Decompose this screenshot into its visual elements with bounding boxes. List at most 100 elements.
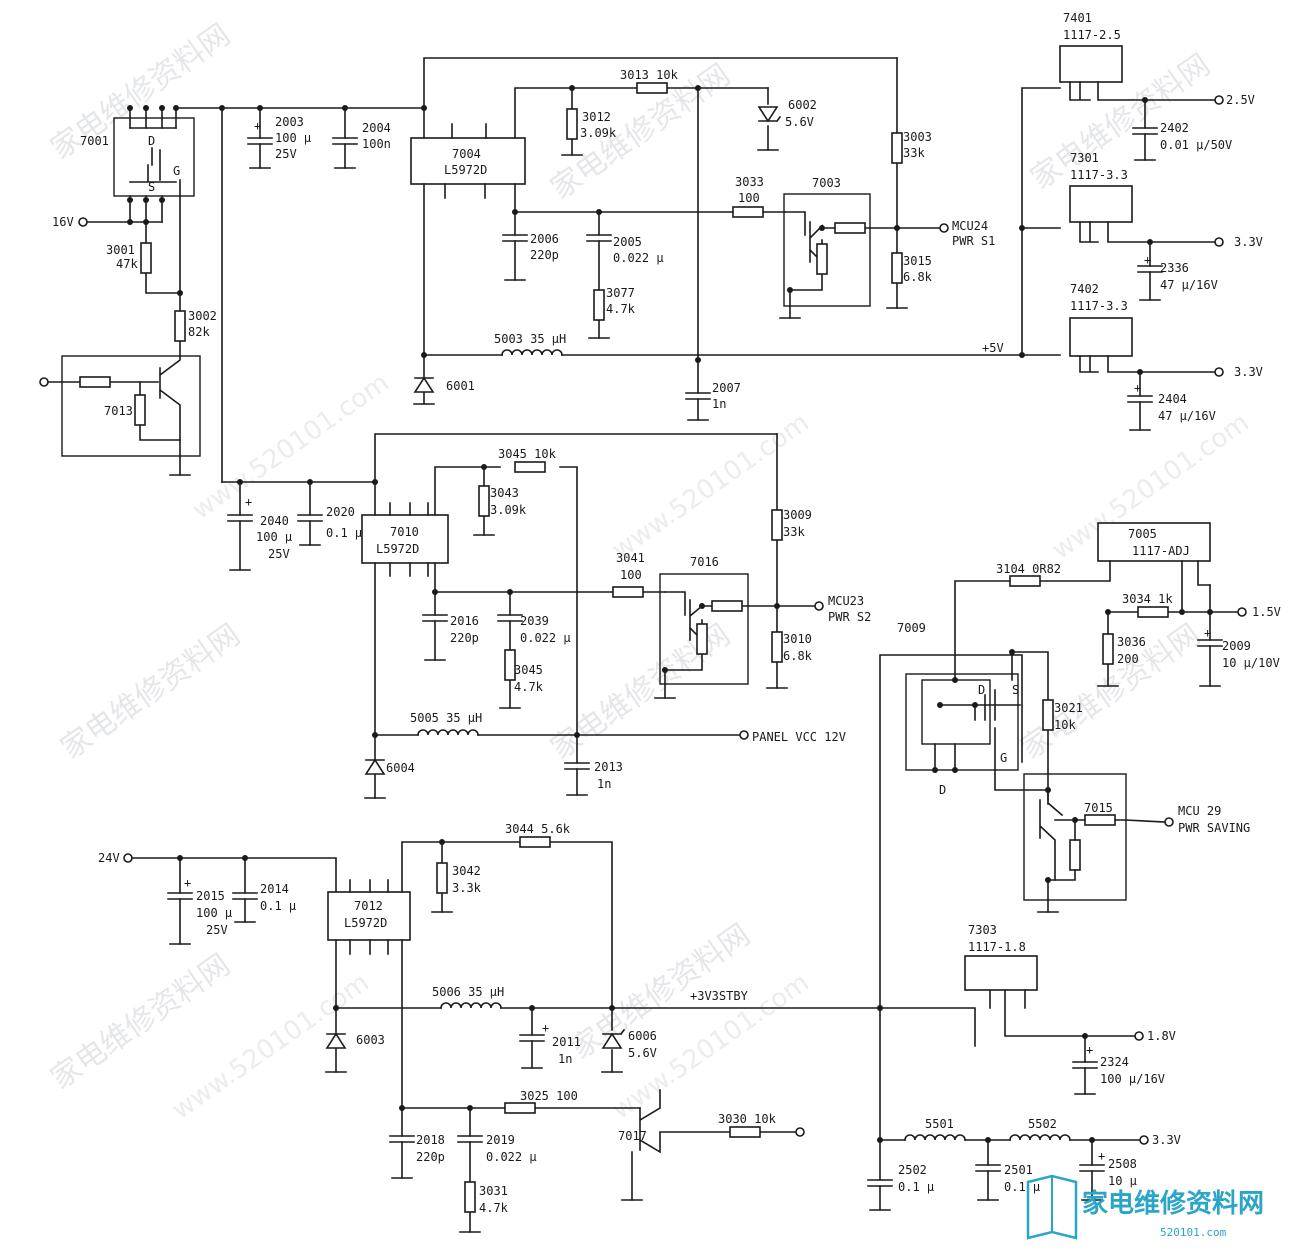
r3031-ref: 3031: [479, 1184, 508, 1198]
svg-text:+: +: [1086, 1043, 1093, 1057]
svg-text:+: +: [184, 876, 191, 890]
pin-d: D: [978, 683, 985, 697]
d6001: 6001: [446, 379, 475, 393]
c2014-val: 0.1 µ: [260, 899, 296, 913]
logo-url: 520101.com: [1160, 1226, 1227, 1239]
label-7013: 7013: [104, 404, 133, 418]
r3009-val: 33k: [783, 525, 805, 539]
ic7012-ref: 7012: [354, 899, 383, 913]
watermark-layer: 家电维修资料网 www.520101.com 家电维修资料网 www.52010…: [45, 17, 1255, 1125]
ic-7010: [361, 514, 449, 564]
r3042-val: 3.3k: [452, 881, 482, 895]
l5501: 5501: [925, 1117, 954, 1131]
net-24v: 24V: [98, 851, 120, 865]
c2003-ref: 2003: [275, 115, 304, 129]
r3044: 3044 5.6k: [505, 822, 571, 836]
c2013-ref: 2013: [594, 760, 623, 774]
r3077-ref: 3077: [606, 286, 635, 300]
pin-d: D: [148, 134, 155, 148]
label-7015: 7015: [1084, 801, 1113, 815]
ic7303-ref: 7303: [968, 923, 997, 937]
r3021-val: 10k: [1054, 718, 1076, 732]
d6006-val: 5.6V: [628, 1046, 657, 1060]
mosfet-7001-frame: [113, 117, 195, 197]
section-7005: 7005 1117-ADJ 3104 0R82 3034 1k 1.5V 303…: [897, 522, 1281, 913]
r3104: 3104 0R82: [996, 562, 1061, 576]
c2404-val: 47 µ/16V: [1158, 409, 1216, 423]
pin-s: S: [1012, 683, 1019, 697]
r3041-ref: 3041: [616, 551, 645, 565]
svg-text:+: +: [1134, 381, 1141, 395]
svg-text:+: +: [245, 495, 252, 509]
r3021-ref: 3021: [1054, 701, 1083, 715]
c2402-ref: 2402: [1160, 121, 1189, 135]
net-mcu24: MCU24: [952, 219, 988, 233]
c2015-v: 25V: [206, 923, 228, 937]
net-pwr-s2: PWR S2: [828, 610, 871, 624]
net-pwr-saving: PWR SAVING: [1178, 821, 1250, 835]
section-7303: 7303 1117-1.8 1.8V + 2324 100 µ/16V 5501…: [867, 654, 1181, 1211]
r3025: 3025 100: [520, 1089, 578, 1103]
r3042-ref: 3042: [452, 864, 481, 878]
c2020-val: 0.1 µ: [326, 526, 362, 540]
c2324-val: 100 µ/16V: [1100, 1072, 1165, 1086]
r3034: 3034 1k: [1122, 592, 1173, 606]
section-7012: 24V + 2015 100 µ 25V 2014 0.1 µ 7012 L59…: [98, 822, 883, 1233]
c2013-val: 1n: [597, 777, 611, 791]
net-mcu23: MCU23: [828, 594, 864, 608]
d6004: 6004: [386, 761, 415, 775]
out-3v3a: 3.3V: [1234, 235, 1263, 249]
watermark-url: www.520101.com: [187, 368, 395, 526]
label-7009: 7009: [897, 621, 926, 635]
r3003-val: 33k: [903, 146, 925, 160]
r3012-val: 3.09k: [580, 126, 617, 140]
c2336-val: 47 µ/16V: [1160, 278, 1218, 292]
c2018-val: 220p: [416, 1150, 445, 1164]
c2039-ref: 2039: [520, 614, 549, 628]
pin-s: S: [148, 180, 155, 194]
c2404-ref: 2404: [1158, 392, 1187, 406]
net-pwr-s1: PWR S1: [952, 234, 995, 248]
ic7005-type: 1117-ADJ: [1132, 544, 1190, 558]
c2508-val: 10 µ: [1108, 1174, 1137, 1188]
c2040-val: 100 µ: [256, 530, 292, 544]
svg-text:+: +: [1144, 253, 1151, 267]
c2011-ref: 2011: [552, 1035, 581, 1049]
ic7005-ref: 7005: [1128, 527, 1157, 541]
c2014-ref: 2014: [260, 882, 289, 896]
c2018-ref: 2018: [416, 1133, 445, 1147]
d6002-ref: 6002: [788, 98, 817, 112]
out-3v3b: 3.3V: [1234, 365, 1263, 379]
svg-text:+: +: [1098, 1149, 1105, 1163]
ic7401-type: 1117-2.5: [1063, 28, 1121, 42]
out-1v8: 1.8V: [1147, 1029, 1176, 1043]
net-3v3stby: +3V3STBY: [690, 989, 749, 1003]
r3045b-val: 4.7k: [514, 680, 544, 694]
out-1v5: 1.5V: [1252, 605, 1281, 619]
section-ldo: 7401 1117-2.5 2.5V 2402 0.01 µ/50V 7301 …: [1019, 11, 1263, 431]
ic-7301: [1069, 185, 1133, 223]
r3041-val: 100: [620, 568, 642, 582]
c2020-ref: 2020: [326, 505, 355, 519]
c2005-val: 0.022 µ: [613, 251, 664, 265]
ic7004-ref: 7004: [452, 147, 481, 161]
out-3v3c: 3.3V: [1152, 1133, 1181, 1147]
r3015-ref: 3015: [903, 254, 932, 268]
c2015-val: 100 µ: [196, 906, 232, 920]
r3030: 3030 10k: [718, 1112, 777, 1126]
l5502: 5502: [1028, 1117, 1057, 1131]
pin-d: D: [939, 783, 946, 797]
svg-text:+: +: [1204, 626, 1211, 640]
r3036-ref: 3036: [1117, 635, 1146, 649]
r3015-val: 6.8k: [903, 270, 933, 284]
watermark-url: www.520101.com: [607, 408, 815, 566]
ic7301-ref: 7301: [1070, 151, 1099, 165]
c2040-v: 25V: [268, 547, 290, 561]
d6003: 6003: [356, 1033, 385, 1047]
r3045b-ref: 3045: [514, 663, 543, 677]
c2508-ref: 2508: [1108, 1157, 1137, 1171]
r3045a: 3045 10k: [498, 447, 557, 461]
c2003-v: 25V: [275, 147, 297, 161]
c2006-val: 220p: [530, 248, 559, 262]
